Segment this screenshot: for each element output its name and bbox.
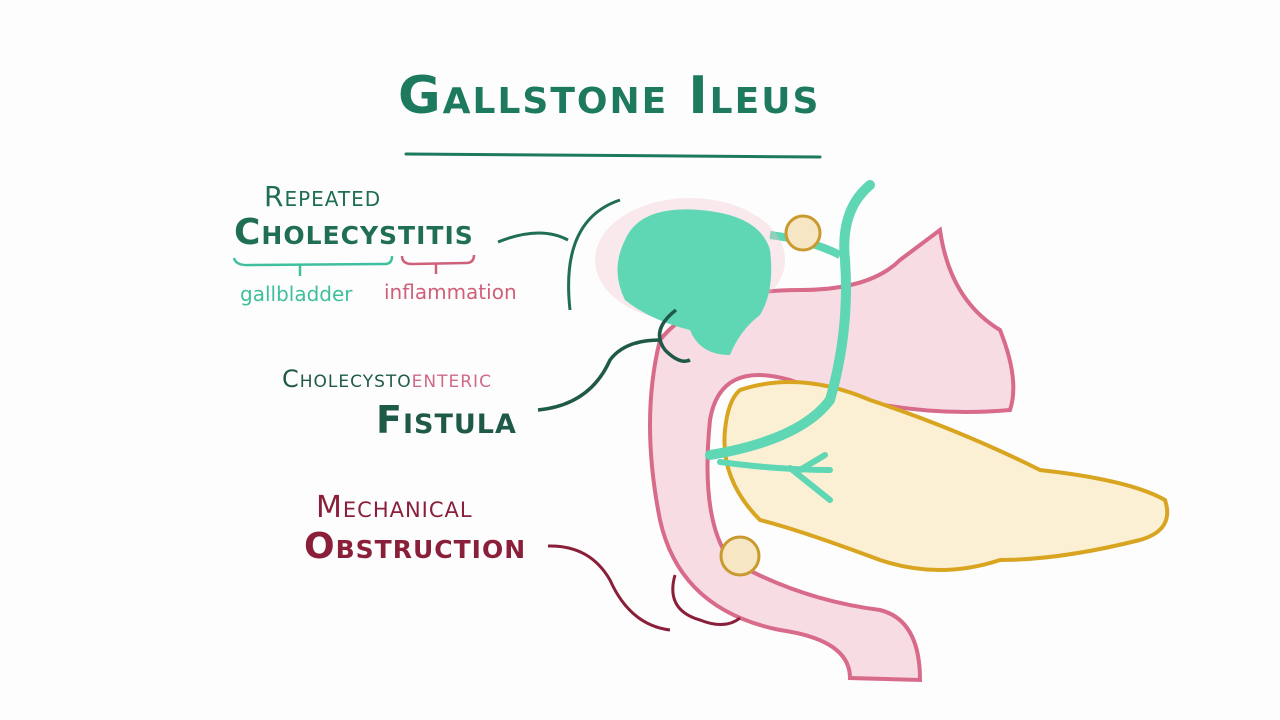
- gallbladder-bracket: [232, 255, 394, 267]
- label-repeated: Repeated: [264, 180, 382, 213]
- label-mechanical: Mechanical: [316, 490, 473, 525]
- gallstone-cystic: [784, 214, 822, 252]
- label-fistula: Fistula: [376, 398, 517, 442]
- label-cholecystitis: Cholecystitis: [234, 212, 474, 253]
- label-enteric: enteric: [411, 365, 492, 393]
- title-underline: [404, 152, 822, 159]
- label-gallbladder: gallbladder: [240, 282, 353, 306]
- gallbladder: [617, 209, 772, 355]
- label-obstruction: Obstruction: [304, 526, 527, 567]
- label-cholecysto: Cholecysto: [282, 365, 412, 393]
- gallstone-obstructing: [719, 535, 761, 577]
- pancreas: [722, 380, 1170, 572]
- label-inflammation: inflammation: [384, 280, 517, 304]
- obstruction-pointer: [547, 544, 741, 632]
- inflammation-bracket: [400, 254, 476, 266]
- bile-duct: [705, 180, 875, 460]
- fistula-pointer: [537, 308, 691, 412]
- pancreatic-duct: [717, 452, 833, 503]
- page-title: Gallstone Ileus: [398, 66, 821, 126]
- label-cholecystoenteric: Cholecystoenteric: [282, 365, 492, 393]
- cholecystitis-pointer: [497, 198, 621, 311]
